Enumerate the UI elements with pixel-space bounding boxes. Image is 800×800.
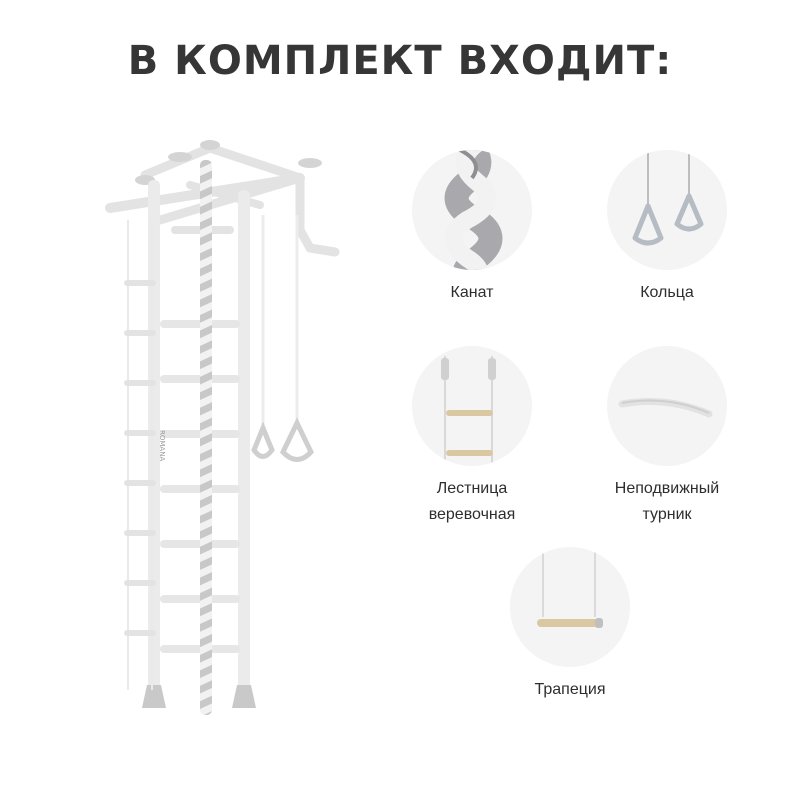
- wall-bars-image: ROMANA: [100, 130, 360, 730]
- item-label: Трапеция: [534, 681, 606, 698]
- item-label: Неподвижный турник: [614, 480, 720, 523]
- item-label: Канат: [450, 284, 494, 301]
- item-label: Лестница веревочная: [428, 480, 516, 523]
- item-rings: Кольца: [607, 150, 727, 306]
- brand-text: ROMANA: [158, 430, 166, 461]
- item-pull-up-bar: Неподвижный турник: [592, 346, 742, 528]
- rope-icon: [412, 150, 532, 270]
- page-title: В КОМПЛЕКТ ВХОДИТ:: [127, 38, 673, 84]
- item-trapeze: Трапеция: [510, 547, 630, 703]
- pull-up-bar-icon: [607, 346, 727, 466]
- rope-ladder-icon: [412, 346, 532, 466]
- item-rope-ladder: Лестница веревочная: [398, 346, 546, 528]
- trapeze-icon: [510, 547, 630, 667]
- item-label: Кольца: [640, 284, 694, 301]
- gymnastic-rings-icon: [607, 150, 727, 270]
- item-rope: Канат: [412, 150, 532, 306]
